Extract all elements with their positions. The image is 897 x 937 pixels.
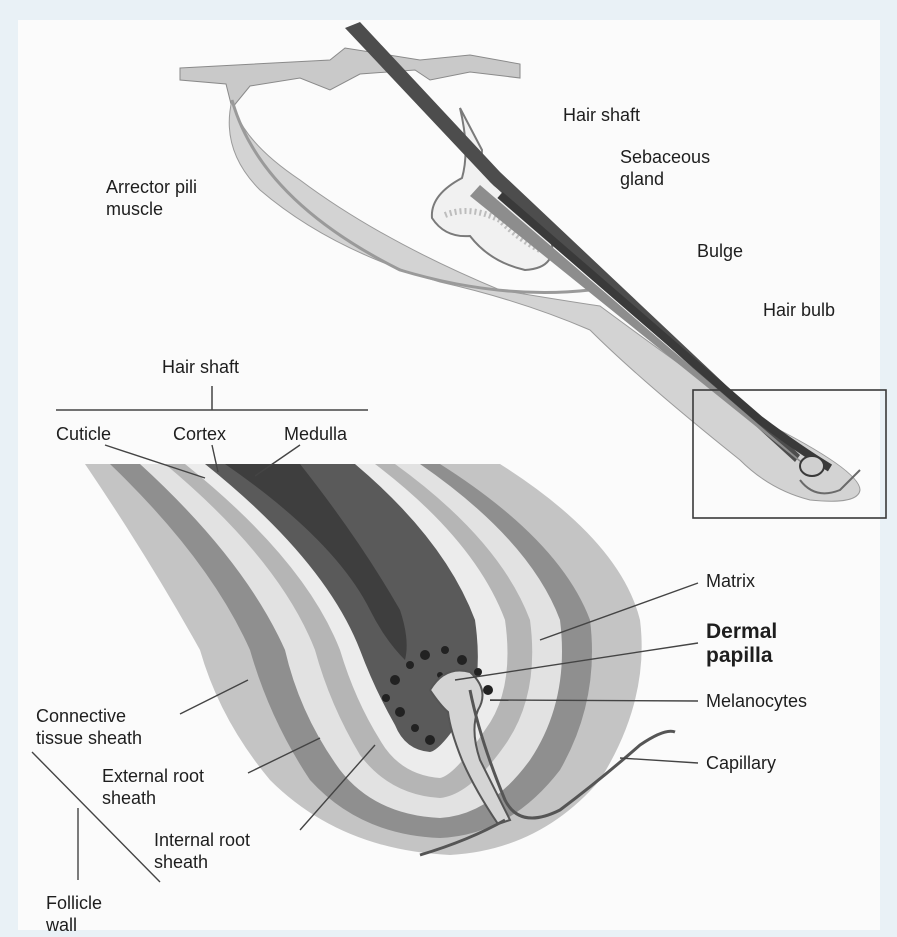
- label-arrector-pili-muscle: Arrector pili muscle: [106, 176, 197, 220]
- hair-shaft-bracket: [56, 386, 368, 410]
- label-melanocytes: Melanocytes: [706, 690, 807, 712]
- label-connective-tissue-sheath: Connective tissue sheath: [36, 705, 142, 749]
- label-medulla: Medulla: [284, 423, 347, 445]
- label-follicle-wall: Follicle wall: [46, 892, 102, 936]
- label-internal-root-sheath: Internal root sheath: [154, 829, 250, 873]
- label-sebaceous-gland: Sebaceous gland: [620, 146, 710, 190]
- leader-melanocytes: [490, 700, 698, 701]
- label-hair-bulb: Hair bulb: [763, 299, 835, 321]
- label-dermal-papilla: Dermal papilla: [706, 620, 777, 668]
- skin-surface: [180, 48, 520, 108]
- label-hair-shaft-group: Hair shaft: [162, 356, 239, 378]
- label-cuticle: Cuticle: [56, 423, 111, 445]
- leader-capillary: [620, 758, 698, 763]
- label-external-root-sheath: External root sheath: [102, 765, 204, 809]
- label-hair-shaft-top: Hair shaft: [563, 104, 640, 126]
- label-capillary: Capillary: [706, 752, 776, 774]
- label-matrix: Matrix: [706, 570, 755, 592]
- label-cortex: Cortex: [173, 423, 226, 445]
- label-bulge: Bulge: [697, 240, 743, 262]
